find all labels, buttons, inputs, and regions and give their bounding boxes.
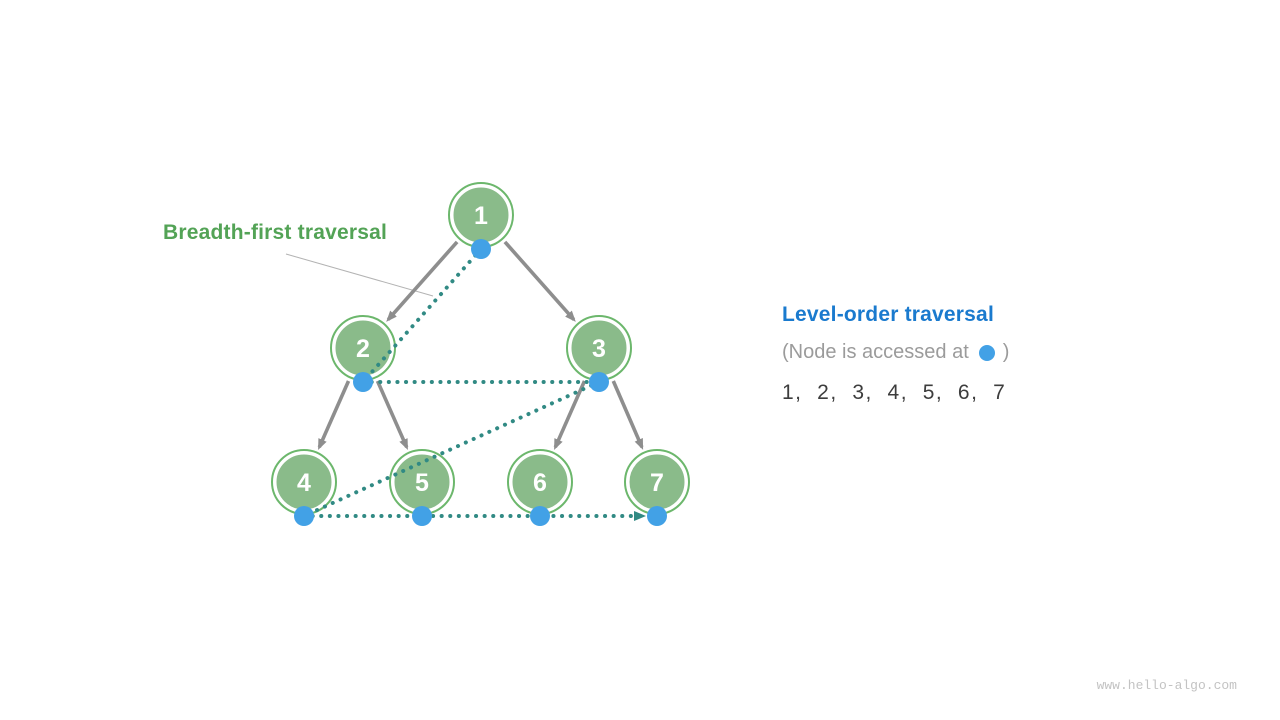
explanation-panel: Level-order traversal (Node is accessed … [782,303,1009,405]
edge-2-5 [375,380,409,450]
tree-node-5: 5 [389,449,455,515]
breadth-first-traversal-label: Breadth-first traversal [163,221,388,244]
access-dot-7 [647,506,667,526]
tree-node-2: 2 [330,315,396,381]
node-value: 7 [650,469,664,497]
access-dot-legend-icon [978,344,995,361]
watermark-url: www.hello-algo.com [1096,678,1237,693]
access-note: (Node is accessed at ) [782,341,1009,364]
tree-node-1: 1 [448,182,514,248]
node-value: 2 [356,335,370,363]
edge-2-4 [317,380,351,450]
node-value: 6 [533,469,547,497]
traversal-path-3-4 [302,380,601,518]
node-value: 3 [592,335,606,363]
access-note-prefix: (Node is accessed at [782,341,969,363]
tree-node-3: 3 [566,315,632,381]
access-dot-1 [471,239,491,259]
node-value: 5 [415,469,429,497]
label-pointer-line [285,253,434,297]
access-note-suffix: ) [1002,341,1010,363]
traversal-path-1-2 [361,247,483,384]
tree-node-7: 7 [624,449,690,515]
edge-1-3 [503,240,576,322]
tree-node-6: 6 [507,449,573,515]
node-value: 4 [297,469,311,497]
edge-1-2 [386,240,459,322]
access-dot-2 [353,372,373,392]
access-dot-6 [530,506,550,526]
node-value: 1 [474,202,488,230]
edge-3-6 [553,380,587,450]
access-dot-4 [294,506,314,526]
access-dot-5 [412,506,432,526]
edge-3-7 [611,380,644,450]
level-order-heading: Level-order traversal [782,303,994,326]
tree-node-4: 4 [271,449,337,515]
access-dot-3 [589,372,609,392]
traversal-sequence: 1, 2, 3, 4, 5, 6, 7 [782,381,1007,404]
